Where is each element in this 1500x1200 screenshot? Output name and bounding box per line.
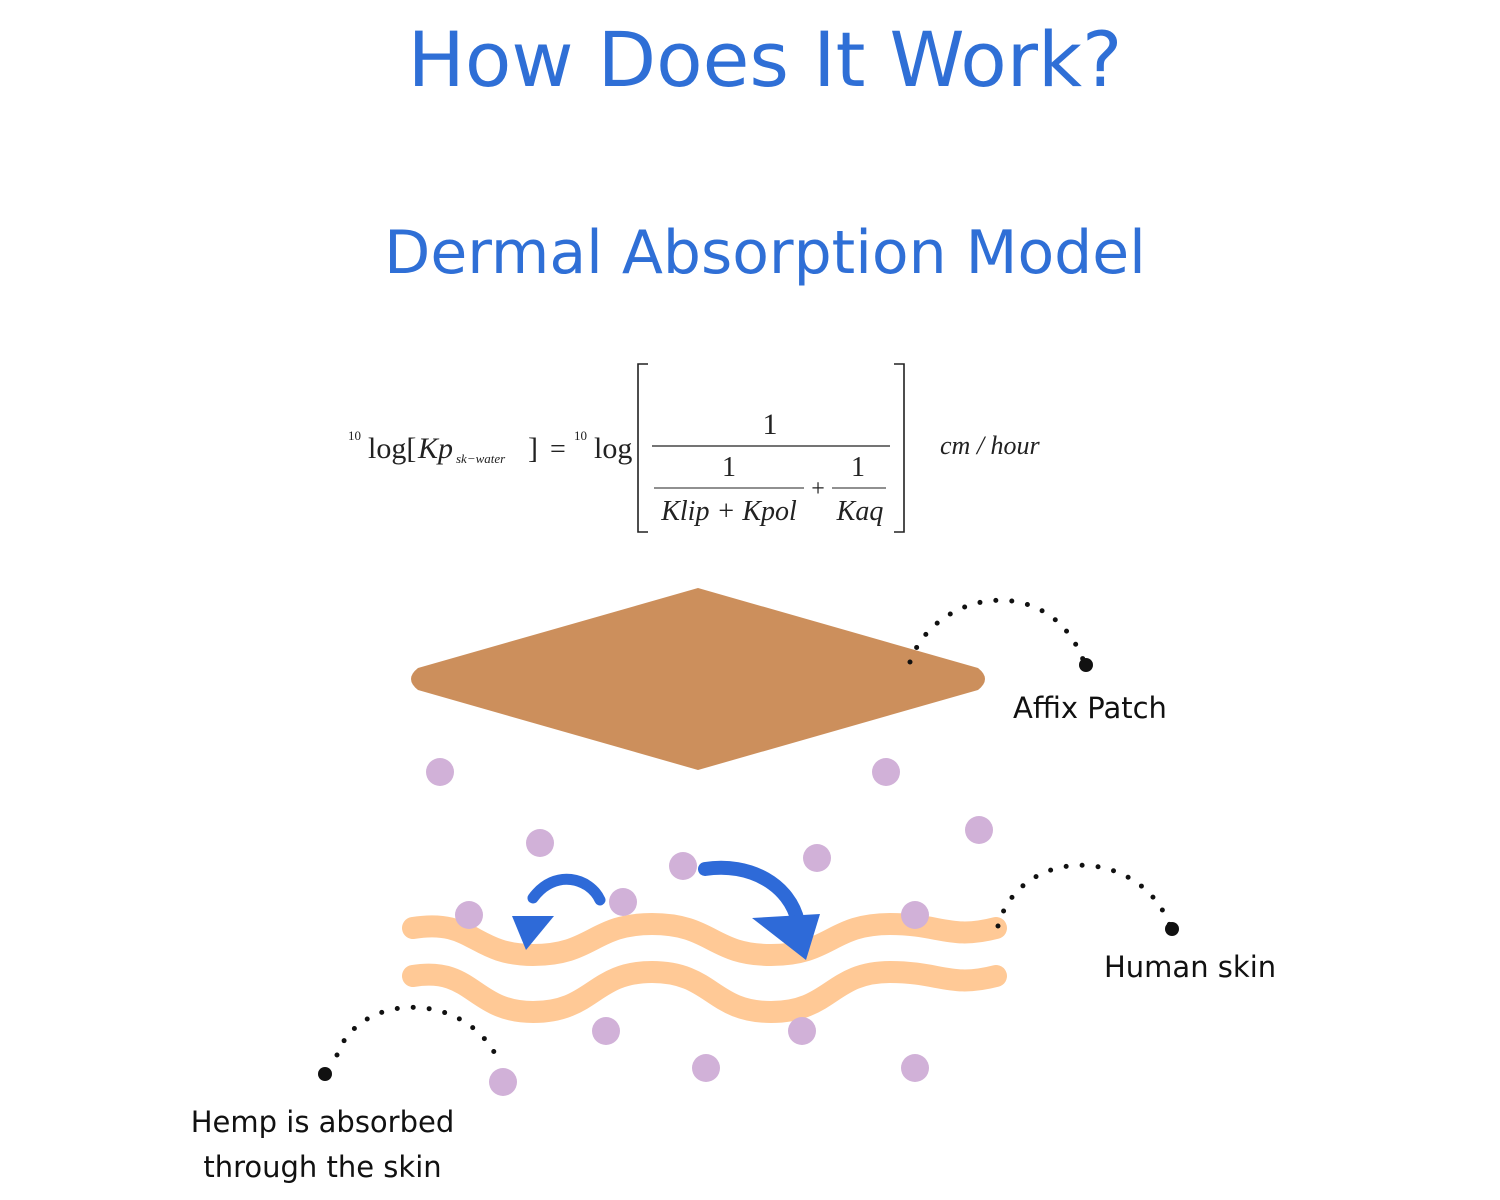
page-title: How Does It Work? bbox=[407, 15, 1123, 104]
label-hemp-line-2: through the skin bbox=[203, 1149, 442, 1184]
callout-patch bbox=[907, 597, 1093, 672]
callout-skin-dotted-line bbox=[995, 862, 1173, 929]
label-human-skin: Human skin bbox=[1104, 950, 1277, 984]
eq-right-bracket bbox=[894, 363, 905, 533]
hemp-particle bbox=[965, 816, 993, 844]
skin-wave-lower bbox=[402, 960, 1007, 1024]
eq-inner-numerator-1: 1 bbox=[722, 452, 736, 483]
eq-inner-numerator-2: 1 bbox=[851, 452, 865, 483]
callout-skin bbox=[995, 862, 1179, 936]
hemp-particle bbox=[669, 852, 697, 880]
affix-patch-shape bbox=[411, 588, 985, 770]
eq-lhs-close: ] bbox=[528, 432, 538, 465]
hemp-particle bbox=[803, 844, 831, 872]
hemp-particle bbox=[609, 888, 637, 916]
eq-rhs-base: 10 bbox=[574, 428, 587, 443]
eq-plus: + bbox=[811, 476, 825, 502]
curved-arrow-right-icon bbox=[698, 860, 820, 960]
eq-inner-denominator-1: Klip + Kpol bbox=[660, 496, 797, 527]
human-skin-layers bbox=[402, 912, 1007, 1024]
hemp-particle bbox=[592, 1017, 620, 1045]
eq-left-bracket bbox=[637, 363, 648, 533]
hemp-particle bbox=[455, 901, 483, 929]
eq-outer-numerator: 1 bbox=[763, 408, 778, 441]
eq-equals: = bbox=[550, 434, 566, 465]
hemp-particle bbox=[426, 758, 454, 786]
absorption-equation: 10 log[ Kp sk−water ] = 10 log 1 1 Klip … bbox=[348, 363, 1041, 533]
skin-wave-upper bbox=[402, 912, 1007, 967]
label-hemp-absorbed: Hemp is absorbed through the skin bbox=[170, 1100, 475, 1190]
hemp-particles bbox=[426, 758, 993, 1096]
hemp-particle bbox=[901, 1054, 929, 1082]
eq-lhs-base: 10 bbox=[348, 428, 361, 443]
eq-lhs-log: log[ bbox=[368, 432, 416, 465]
hemp-particle bbox=[692, 1054, 720, 1082]
hemp-particle bbox=[901, 901, 929, 929]
label-affix-patch: Affix Patch bbox=[1013, 691, 1167, 725]
eq-rhs-log: log bbox=[594, 432, 632, 465]
callout-skin-endpoint bbox=[1165, 922, 1179, 936]
callout-hemp bbox=[318, 1004, 503, 1081]
callout-patch-dotted-line bbox=[907, 597, 1087, 665]
hemp-particle bbox=[788, 1017, 816, 1045]
callout-hemp-endpoint bbox=[318, 1067, 332, 1081]
page-subtitle: Dermal Absorption Model bbox=[384, 218, 1146, 288]
callout-patch-endpoint bbox=[1079, 658, 1093, 672]
eq-lhs-subscript: sk−water bbox=[456, 451, 506, 466]
eq-unit: cm / hour bbox=[940, 431, 1041, 460]
callout-hemp-dotted-line bbox=[334, 1004, 503, 1067]
hemp-particle bbox=[526, 829, 554, 857]
hemp-particle bbox=[872, 758, 900, 786]
eq-inner-denominator-2: Kaq bbox=[836, 496, 884, 527]
eq-lhs-var: Kp bbox=[417, 432, 453, 465]
curved-arrow-left-icon bbox=[512, 873, 606, 950]
hemp-particle bbox=[489, 1068, 517, 1096]
label-hemp-line-1: Hemp is absorbed bbox=[190, 1105, 455, 1139]
